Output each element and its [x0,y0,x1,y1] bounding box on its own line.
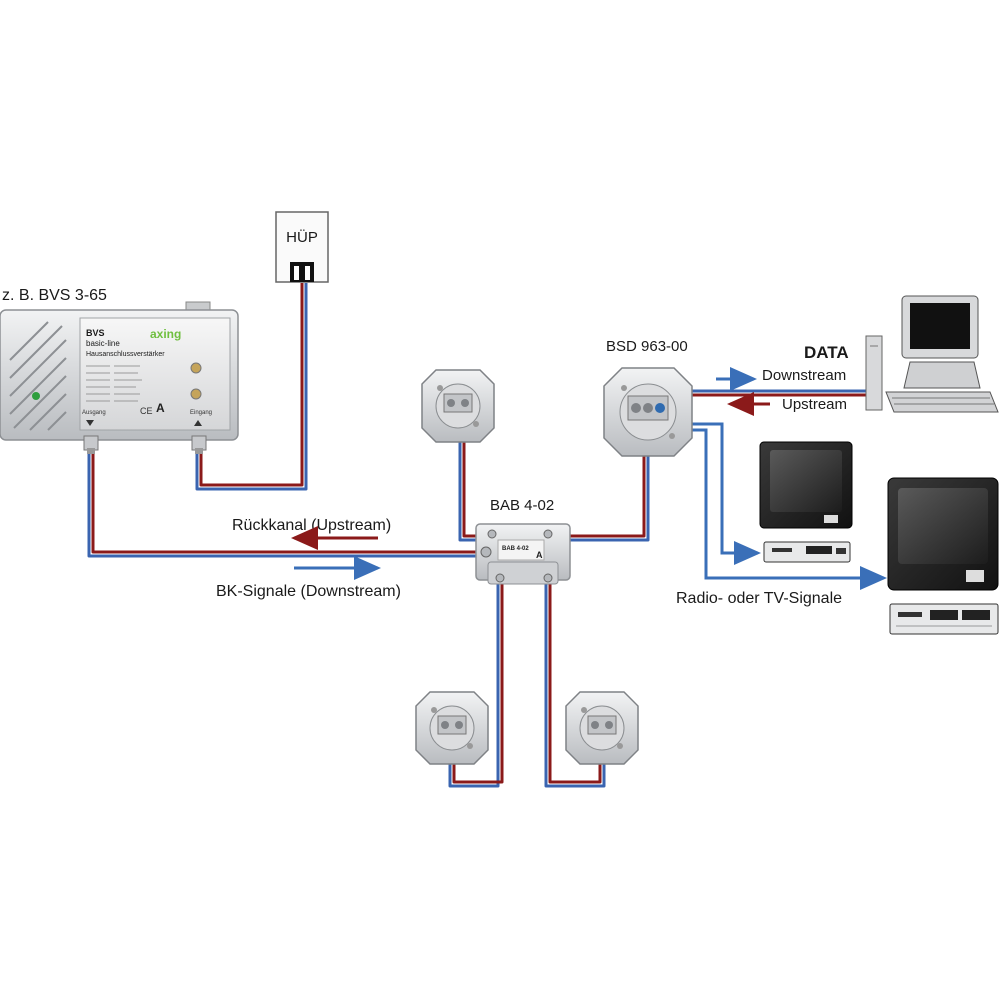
cable-splitter-to-data-outlet [550,424,650,542]
computer [865,295,999,413]
amplifier-input-label: Eingang [190,410,212,416]
amplifier-subtitle: Hausanschlussverstärker [86,351,165,358]
wall-outlet-bottom-left [415,691,489,765]
return-channel-label: Rückkanal (Upstream) [232,517,391,534]
radio-tv-label: Radio- oder TV-Signale [676,590,842,607]
amplifier-input-connector [191,435,207,454]
wall-outlet-top [421,369,495,443]
data-flow-indicator: DATA Downstream Upstream [716,343,849,416]
splitter-port-in [480,546,492,558]
splitter-port-2 [543,529,553,539]
cable-hup-to-amplifier [195,283,308,491]
amplifier-class: A [156,401,165,415]
large-tv [887,477,999,591]
wall-outlet-bottom-right [565,691,639,765]
data-label: DATA [804,343,849,362]
amplifier-slope-knob [190,388,202,400]
amplifier-model: BVS [86,328,105,338]
splitter-class: A [536,550,543,560]
splitter-port-4 [543,573,553,583]
amplifier-output-connector [83,435,99,454]
amplifier-label: z. B. BVS 3-65 [2,287,107,304]
amplifier-brand: axing [150,327,181,341]
bk-signals-label: BK-Signale (Downstream) [216,583,401,600]
amplifier-vents [9,321,67,431]
amplifier-line: basic-line [86,339,120,348]
data-outlet-label: BSD 963-00 [606,338,688,355]
hup-box: HÜP [275,211,329,283]
amplifier-power-led [32,392,40,400]
amplifier-ce-mark: CE [140,406,153,416]
amplifier-gain-knob [190,362,202,374]
amplifier-output-arrow [86,420,94,426]
hup-socket [290,262,314,282]
computer-tower [865,335,883,411]
upstream-label: Upstream [782,396,847,413]
amplifier-device: z. B. BVS 3-65 BVS basic-line Hausanschl… [0,287,239,454]
amplifier-input-arrow [194,420,202,426]
splitter-label: BAB 4-02 [490,497,554,514]
hup-label: HÜP [286,228,318,246]
return-channel-indicator: Rückkanal (Upstream) [232,517,391,550]
splitter-port-3 [495,573,505,583]
amplifier-spec-lines [86,365,142,402]
small-tv [759,441,853,529]
small-receiver [763,541,851,563]
splitter-model-text: BAB 4-02 [502,546,529,552]
downstream-label: Downstream [762,367,846,384]
bk-signals-indicator: BK-Signale (Downstream) [216,556,401,600]
splitter-port-1 [487,529,497,539]
data-outlet: BSD 963-00 [603,338,693,457]
splitter-device: BAB 4-02 BAB 4-02 A [475,497,571,585]
computer-keyboard [885,391,999,413]
cable-amplifier-to-splitter [87,448,478,558]
large-receiver [889,603,999,635]
amplifier-output-label: Ausgang [82,410,106,416]
